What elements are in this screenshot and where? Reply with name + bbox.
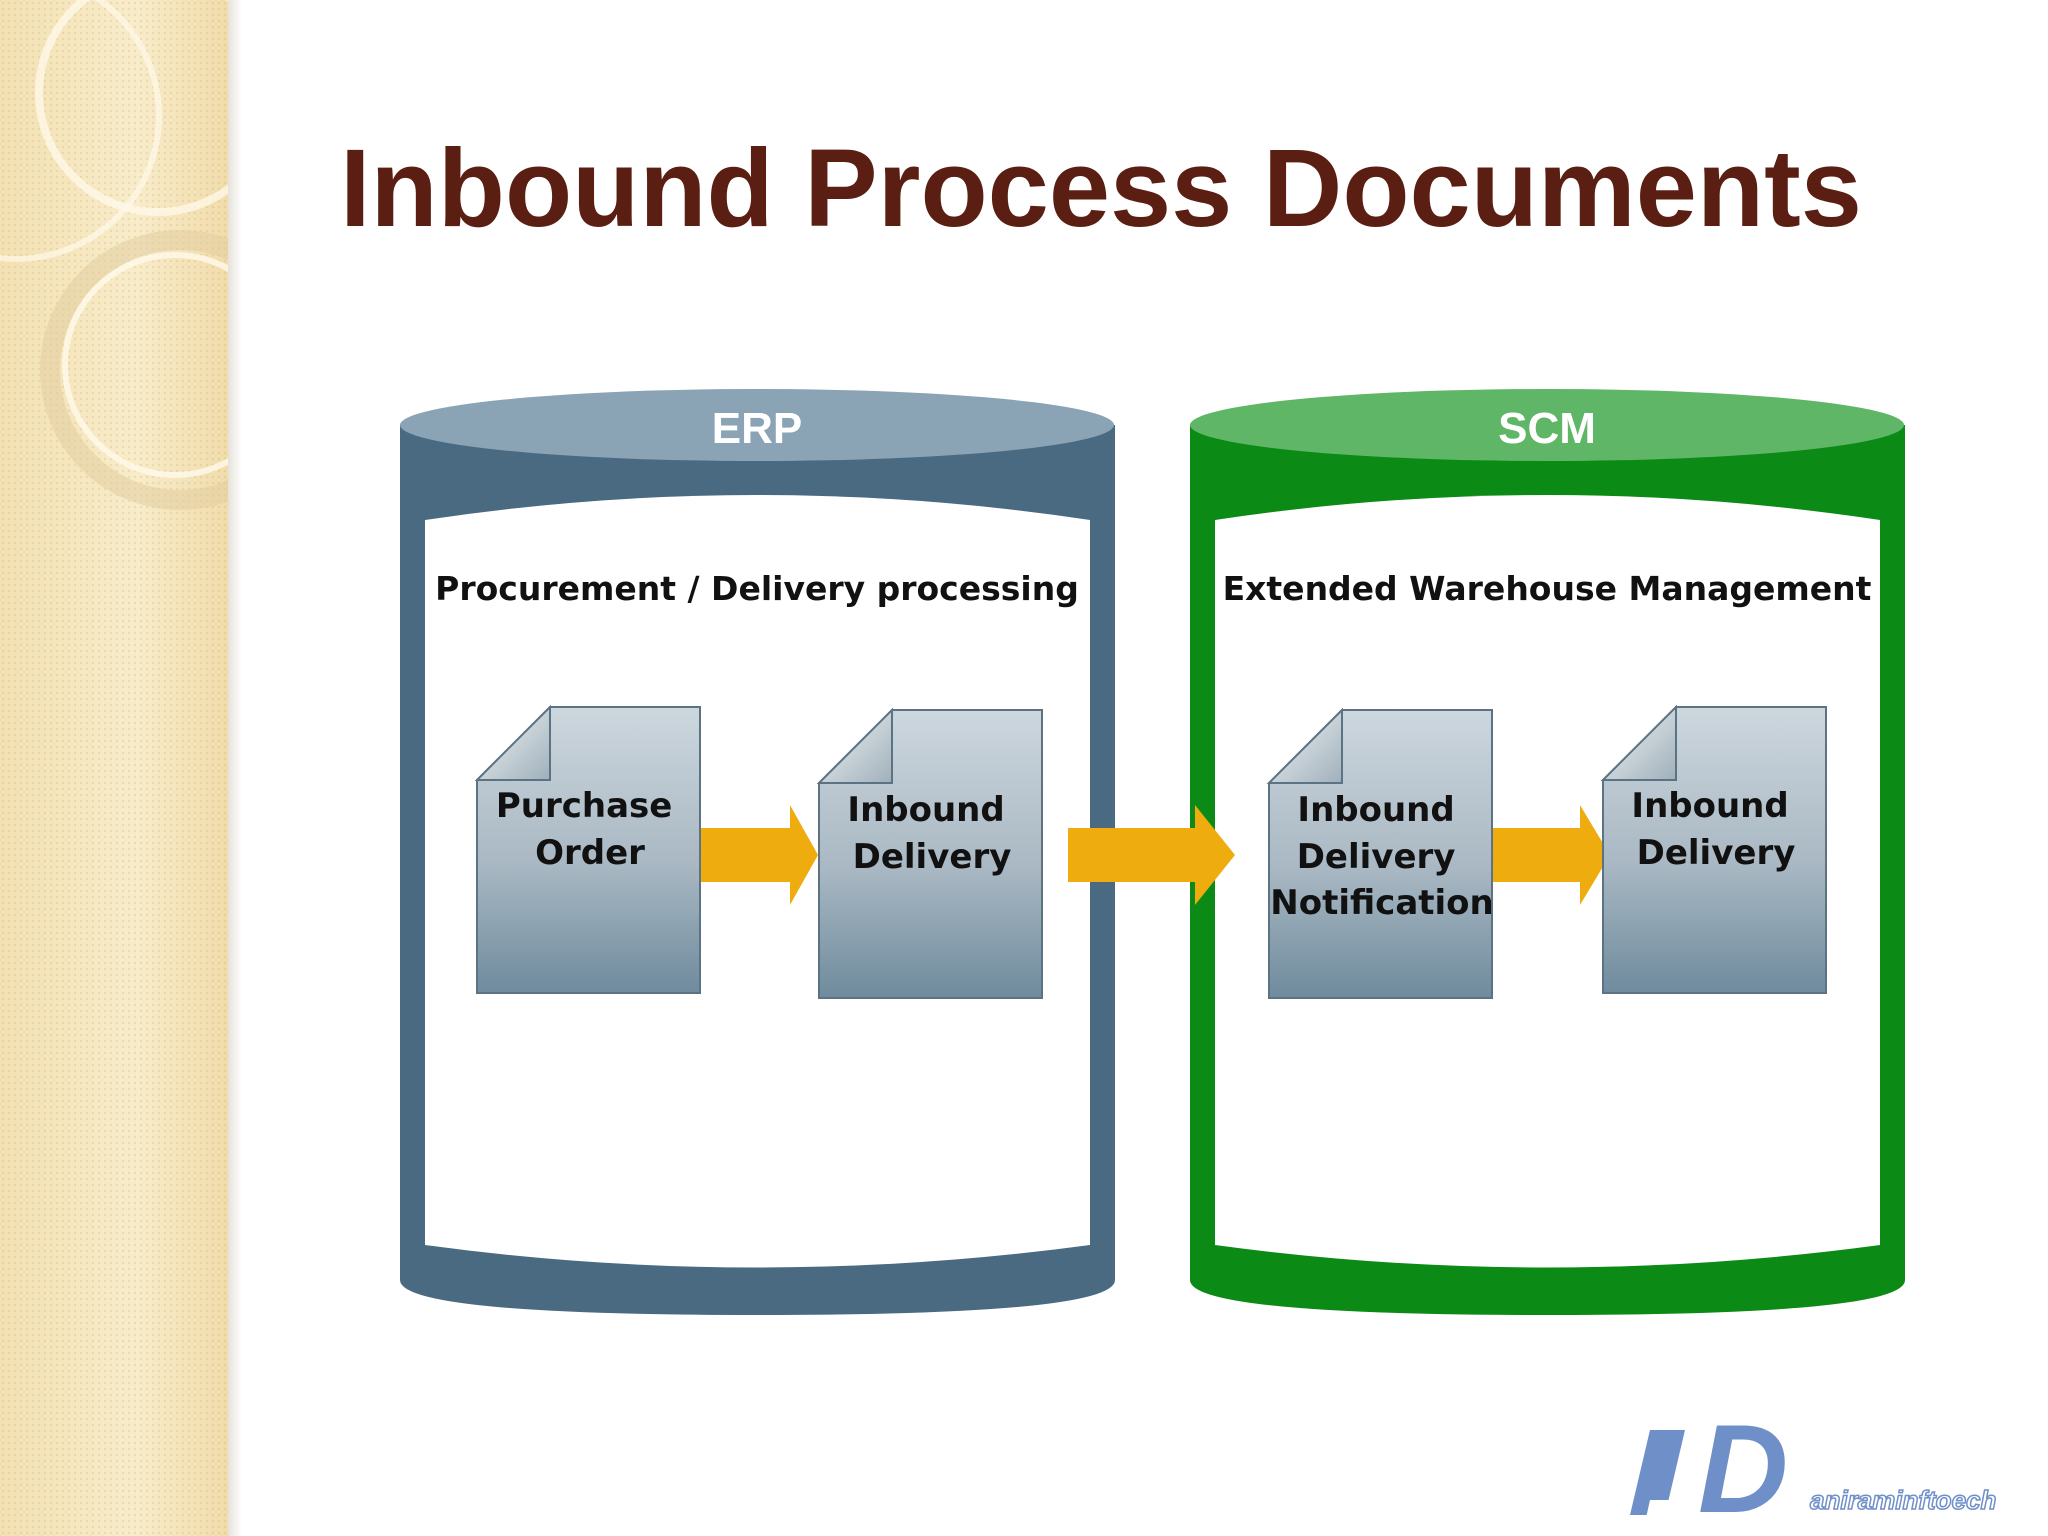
- scm-label: SCM: [1498, 404, 1596, 453]
- document-label-line: Delivery: [853, 837, 1012, 877]
- document-label-line: Delivery: [1297, 837, 1456, 877]
- company-logo: D aniraminftoech: [1610, 1400, 2030, 1530]
- document-label-line: Inbound: [1297, 790, 1454, 830]
- document-label-line: Purchase: [496, 786, 673, 826]
- logo-text: aniraminftoech: [1810, 1485, 1996, 1516]
- document-inbound-delivery-notification: Inbound Delivery Notification: [1269, 710, 1494, 998]
- scm-area-label: Extended Warehouse Management: [1223, 569, 1872, 608]
- erp-label: ERP: [712, 404, 802, 453]
- document-inbound-delivery-erp: Inbound Delivery: [819, 710, 1042, 998]
- document-label-line: Inbound: [1631, 786, 1788, 826]
- document-inbound-delivery-scm: Inbound Delivery: [1603, 707, 1826, 993]
- document-purchase-order: Purchase Order: [477, 707, 700, 993]
- document-label-line: Order: [535, 833, 645, 873]
- document-label-line: Delivery: [1637, 833, 1796, 873]
- document-label-line: Notification: [1270, 883, 1494, 923]
- document-label-line: Inbound: [847, 790, 1004, 830]
- erp-area-label: Procurement / Delivery processing: [435, 569, 1079, 608]
- document-label: Inbound Delivery Notification: [1270, 790, 1494, 923]
- logo-letter: D: [1698, 1400, 1788, 1530]
